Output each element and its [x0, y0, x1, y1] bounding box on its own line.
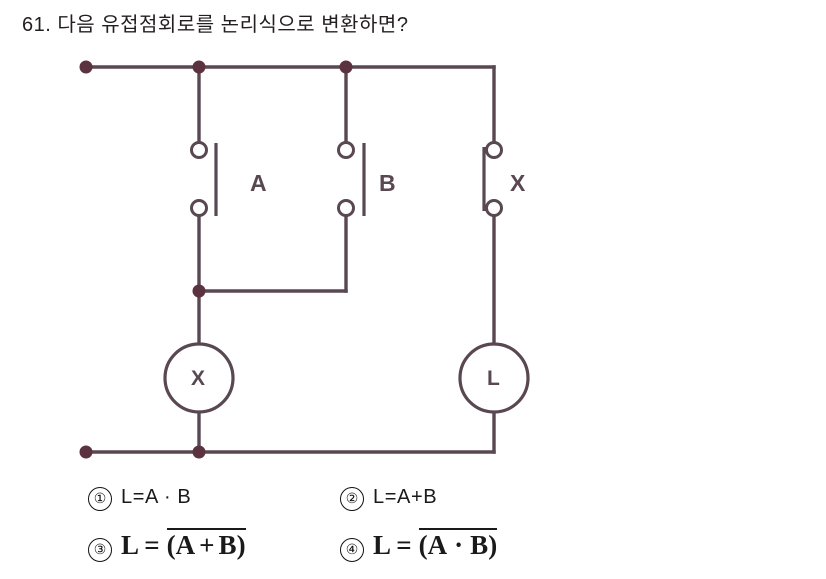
- junction-dot-top-b: [339, 60, 353, 74]
- terminal-dot-bottom-left: [79, 445, 93, 459]
- choice-4-close-paren: ): [488, 530, 498, 560]
- choice-4-open-paren: (: [418, 530, 428, 560]
- answer-choice-4[interactable]: ④ L = (A·B): [340, 528, 498, 562]
- contact-a: [190, 141, 218, 217]
- junction-dot-middle: [192, 284, 206, 298]
- choice-4-negated-group: (A·B): [418, 528, 498, 560]
- choice-4-expression: L = (A·B): [373, 528, 498, 561]
- choice-4-lhs: L =: [373, 530, 412, 560]
- contact-a-top-terminal: [190, 141, 208, 159]
- choice-3-lhs: L =: [121, 530, 160, 560]
- choice-2-number: ②: [340, 487, 364, 511]
- terminal-dot-top-left: [79, 60, 93, 74]
- choice-3-close-paren: ): [236, 530, 246, 560]
- choice-2-text: L=A+B: [373, 486, 438, 508]
- choice-3-operand-right: B: [218, 530, 237, 560]
- choice-3-open-paren: (: [166, 530, 176, 560]
- answer-choice-3[interactable]: ③ L = (A+B): [88, 528, 246, 562]
- choice-4-number: ④: [340, 538, 364, 562]
- choice-4-operator: ·: [454, 530, 464, 560]
- choice-3-operand-left: A: [175, 530, 196, 560]
- answer-choices: ① L=A · B ② L=A+B ③ L = (A+B) ④ L = (A·B…: [0, 480, 826, 579]
- choice-1-text: L=A · B: [121, 486, 192, 508]
- page-title: 61. 다음 유접점회로를 논리식으로 변환하면?: [22, 14, 409, 36]
- circuit-diagram: [79, 60, 530, 459]
- choice-3-operator: +: [199, 530, 215, 560]
- choice-3-number: ③: [88, 538, 112, 562]
- coil-x-symbol: [163, 342, 235, 414]
- contact-x-label: X: [510, 170, 526, 196]
- contact-b-label: B: [379, 170, 396, 196]
- contact-b-top-terminal: [337, 141, 355, 159]
- contact-a-label: A: [250, 170, 267, 196]
- contact-x: [482, 141, 503, 217]
- contact-b-bottom-terminal: [337, 199, 355, 217]
- choice-3-expression: L = (A+B): [121, 528, 246, 561]
- lamp-l-symbol: [458, 342, 530, 414]
- answer-choice-2[interactable]: ② L=A+B: [340, 486, 437, 511]
- contact-x-top-terminal: [485, 141, 503, 159]
- junction-dot-bottom: [192, 445, 206, 459]
- junction-dot-top-a: [192, 60, 206, 74]
- contact-b: [337, 141, 366, 217]
- choice-4-operand-right: B: [470, 530, 489, 560]
- choice-3-negated-group: (A+B): [166, 528, 246, 560]
- choice-1-number: ①: [88, 487, 112, 511]
- choice-4-operand-left: A: [427, 530, 448, 560]
- lamp-l-label: L: [487, 367, 500, 390]
- coil-x-label: X: [191, 367, 206, 390]
- contact-a-bottom-terminal: [190, 199, 208, 217]
- answer-choice-1[interactable]: ① L=A · B: [88, 486, 191, 511]
- contact-x-bottom-terminal: [485, 199, 503, 217]
